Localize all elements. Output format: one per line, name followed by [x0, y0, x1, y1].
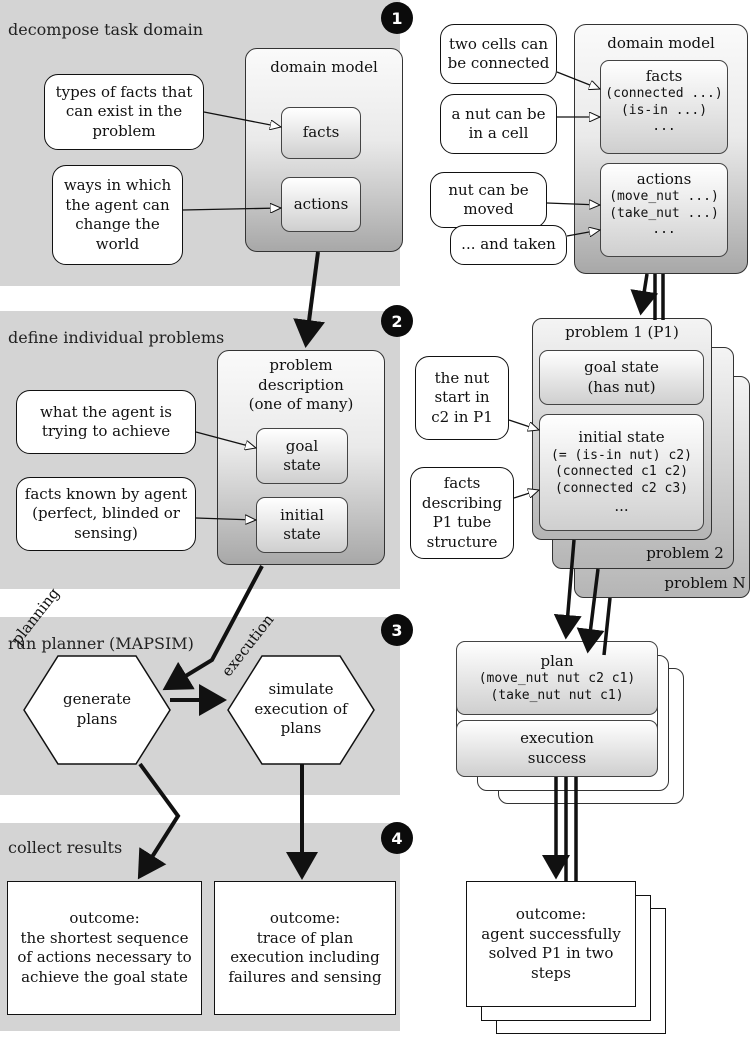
- right-actions-line-ellipsis: ...: [652, 222, 676, 238]
- right-facts-line-ellipsis: ...: [652, 119, 676, 135]
- outcome-agent-solved: outcome: agent successfully solved P1 in…: [466, 881, 636, 1007]
- problem-N-label: problem N: [664, 574, 746, 592]
- outcome-trace-of-execution: outcome: trace of plan execution includi…: [214, 881, 396, 1015]
- domain-model-label: domain model: [270, 58, 378, 76]
- problem-description-label: problem description (one of many): [248, 356, 354, 413]
- problem-2-label: problem 2: [646, 544, 724, 562]
- plan-box: plan (move_nut nut c2 c1) (take_nut nut …: [456, 641, 658, 715]
- bubble-facts-known: facts known by agent (perfect, blinded o…: [16, 477, 196, 551]
- right-facts-box: facts (connected ...) (is-in ...) ...: [600, 60, 728, 154]
- p1-initial-state-title: initial state: [578, 428, 665, 447]
- p1-goal-state-box: goal state (has nut): [539, 350, 704, 405]
- p1-initial-state-box: initial state (= (is-in nut) c2) (connec…: [539, 414, 704, 531]
- simulate-execution-label: simulate execution of plans: [254, 680, 348, 737]
- bubble-nut-in-cell: a nut can be in a cell: [440, 94, 557, 154]
- right-actions-box: actions (move_nut ...) (take_nut ...) ..…: [600, 163, 728, 257]
- facts-box: facts: [281, 107, 361, 159]
- generate-plans-label: generate plans: [62, 690, 132, 728]
- right-facts-title: facts: [645, 67, 683, 85]
- problem-1-label: problem 1 (P1): [565, 323, 679, 341]
- panel4-title: collect results: [8, 838, 123, 857]
- bubble-trying-to-achieve: what the agent is trying to achieve: [16, 390, 196, 454]
- panel2-title: define individual problems: [8, 328, 225, 347]
- outcome-shortest-sequence: outcome: the shortest sequence of action…: [7, 881, 202, 1015]
- step-number-2: 2: [381, 305, 413, 337]
- bubble-types-of-facts: types of facts that can exist in the pro…: [44, 74, 204, 150]
- panel3-title: run planner (MAPSIM): [8, 634, 194, 653]
- panel1-title: decompose task domain: [8, 20, 204, 39]
- bubble-ways-agent-change: ways in which the agent can change the w…: [52, 165, 183, 265]
- goal-state-box: goal state: [256, 428, 348, 484]
- step-number-1: 1: [381, 2, 413, 34]
- p1-initial-line-ellipsis: ...: [614, 497, 629, 516]
- arrow-domain-to-problems-1: [630, 273, 659, 316]
- step-number-3: 3: [381, 614, 413, 646]
- initial-state-box: initial state: [256, 497, 348, 553]
- right-domain-model-label: domain model: [607, 34, 715, 52]
- right-actions-line-take: (take_nut ...): [609, 205, 719, 221]
- bubble-two-cells-connected: two cells can be connected: [440, 24, 557, 84]
- p1-initial-line-connected-c2c3: (connected c2 c3): [554, 480, 689, 496]
- right-actions-title: actions: [636, 170, 692, 188]
- execution-success-box: execution success: [456, 720, 658, 777]
- bubble-and-taken: ... and taken: [450, 225, 567, 265]
- p1-initial-line-isin: (= (is-in nut) c2): [551, 447, 692, 463]
- actions-box: actions: [281, 177, 361, 232]
- plan-line-take: (take_nut nut c1): [490, 687, 624, 703]
- plan-title: plan: [540, 651, 574, 670]
- bubble-nut-start: the nut start in c2 in P1: [415, 356, 509, 440]
- p1-initial-line-connected-c1c2: (connected c1 c2): [554, 464, 689, 480]
- right-facts-line-isin: (is-in ...): [620, 102, 708, 118]
- bubble-tube-structure: facts describing P1 tube structure: [410, 467, 514, 559]
- plan-line-move: (move_nut nut c2 c1): [478, 670, 636, 686]
- step-number-4: 4: [381, 822, 413, 854]
- right-actions-line-move: (move_nut ...): [609, 189, 719, 205]
- right-facts-line-connected: (connected ...): [605, 86, 723, 102]
- bubble-nut-moved: nut can be moved: [430, 172, 547, 228]
